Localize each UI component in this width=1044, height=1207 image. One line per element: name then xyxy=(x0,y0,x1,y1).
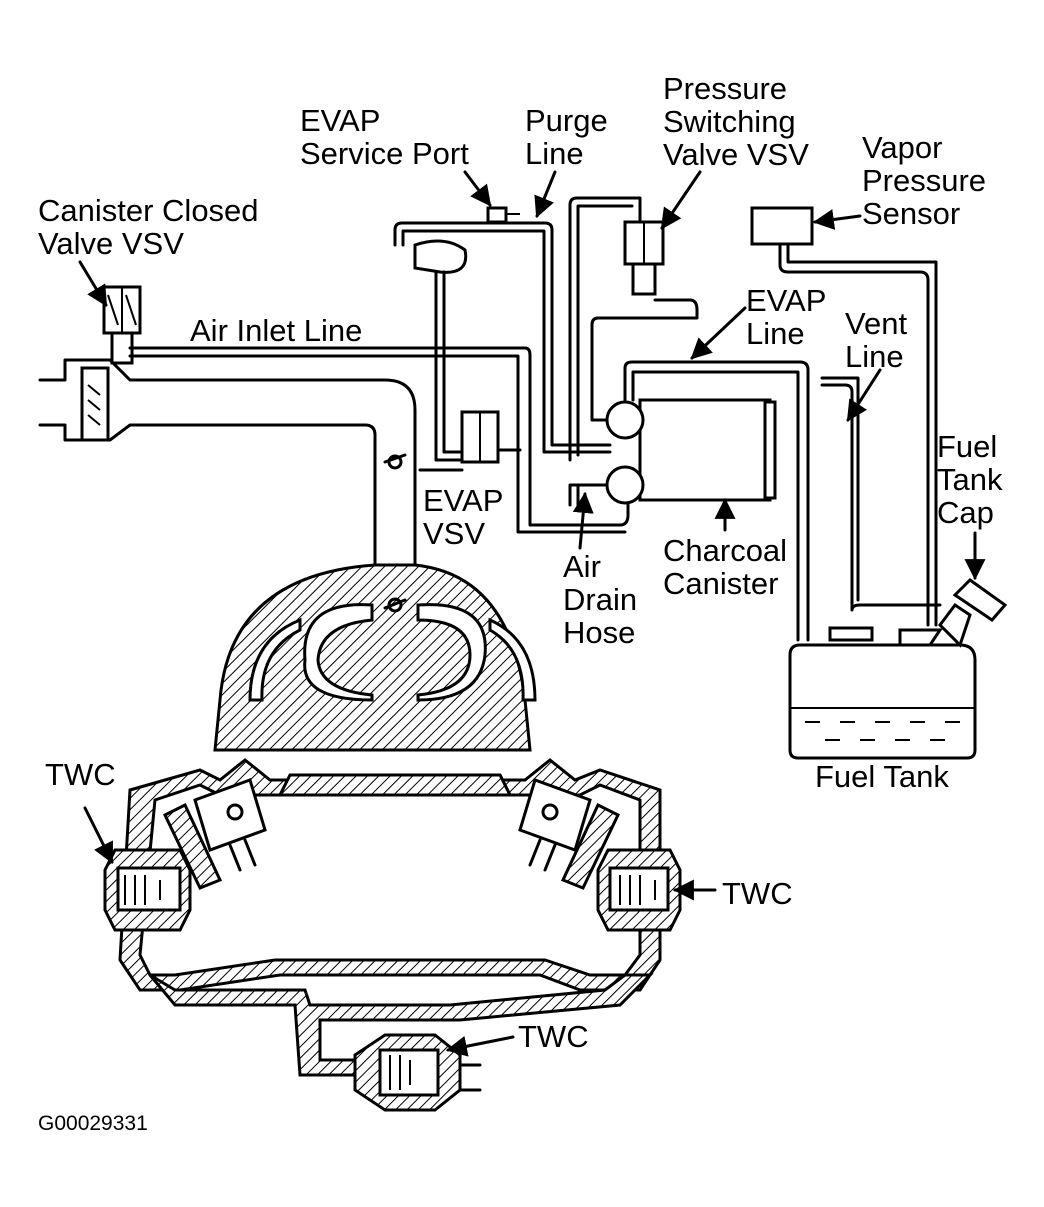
vent-line-pipe xyxy=(820,383,942,612)
label-vapor-pressure-sensor: Vapor Pressure Sensor xyxy=(862,130,987,231)
pressure-switching-valve-vsv xyxy=(568,196,699,462)
label-purge-line: Purge Line xyxy=(525,103,608,171)
twc-left-catalyst xyxy=(103,848,192,932)
purge-line-pipe xyxy=(393,206,612,462)
vapor-pressure-sensor xyxy=(750,206,938,627)
intake-duct xyxy=(38,358,417,567)
exhaust-pipe xyxy=(148,973,654,1077)
label-twc-right: TWC xyxy=(722,876,793,911)
label-charcoal-canister: Charcoal Canister xyxy=(663,533,788,601)
canister-closed-valve-vsv xyxy=(102,285,142,365)
evap-line-pipe xyxy=(623,360,810,642)
label-twc-left: TWC xyxy=(45,757,116,792)
label-evap-vsv: EVAP VSV xyxy=(423,483,504,551)
label-canister-closed-valve: Canister Closed Valve VSV xyxy=(38,193,259,261)
label-fuel-tank: Fuel Tank xyxy=(815,759,949,794)
label-twc-bottom: TWC xyxy=(518,1019,589,1054)
evap-vsv xyxy=(418,410,522,472)
air-inlet-line-pipe xyxy=(128,346,630,527)
engine-block xyxy=(118,758,662,992)
twc-bottom-catalyst xyxy=(353,1033,482,1112)
twc-right-catalyst xyxy=(596,848,682,932)
label-air-inlet-line: Air Inlet Line xyxy=(190,313,363,348)
figure-code: G00029331 xyxy=(38,1112,148,1135)
label-evap-service-port: EVAP Service Port xyxy=(300,103,469,171)
leader-arrows xyxy=(78,170,986,1057)
label-fuel-tank-cap: Fuel Tank Cap xyxy=(937,429,1003,530)
label-pressure-switching-valve: Pressure Switching Valve VSV xyxy=(663,71,809,172)
label-air-drain-hose: Air Drain Hose xyxy=(563,549,638,650)
charcoal-canister xyxy=(568,398,777,507)
label-vent-line: Vent Line xyxy=(845,306,908,374)
fuel-tank xyxy=(788,578,1008,760)
label-evap-line: EVAP Line xyxy=(746,283,827,351)
intake-plenum xyxy=(213,563,537,752)
